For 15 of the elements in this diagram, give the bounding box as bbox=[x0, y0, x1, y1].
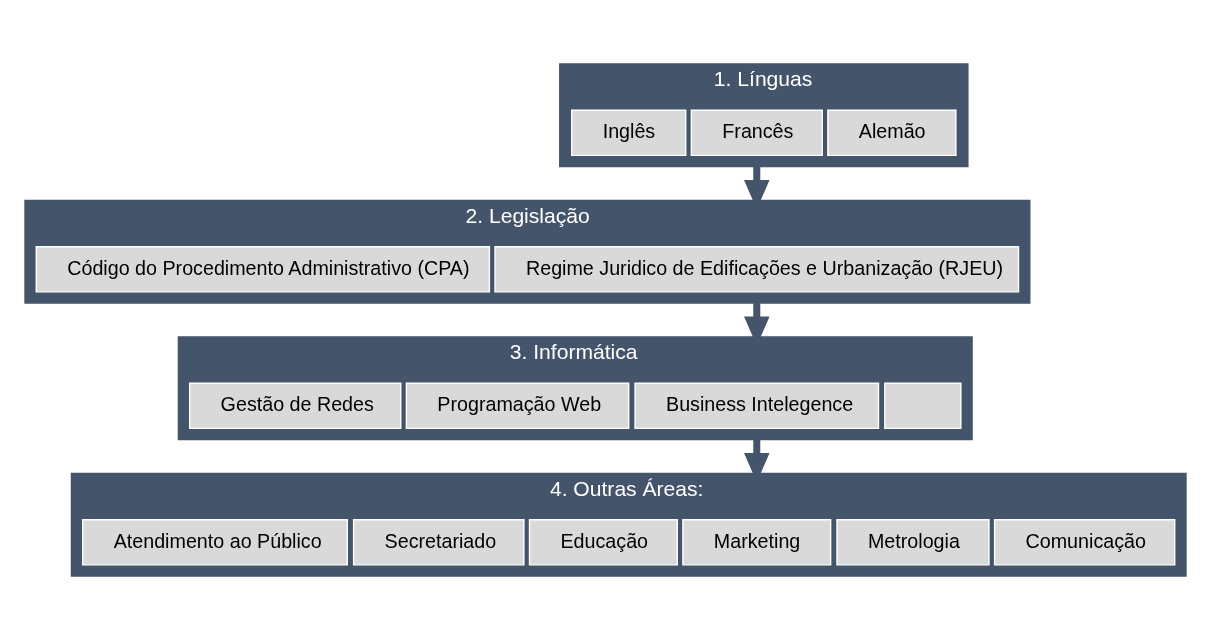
node-box: Atendimento ao Público bbox=[82, 519, 348, 566]
node-box: Comunicação bbox=[993, 519, 1176, 566]
node-box: Business Intelegence bbox=[634, 382, 880, 430]
node-box: Educação bbox=[528, 519, 678, 566]
node-box bbox=[884, 382, 962, 430]
node-box: Inglês bbox=[571, 109, 687, 157]
node-box: Secretariado bbox=[352, 519, 525, 566]
node-box: Marketing bbox=[682, 519, 832, 566]
node-box: Alemão bbox=[827, 109, 957, 157]
node-box: Regime Juridico de Edificações e Urbanização (RJEU) bbox=[494, 246, 1020, 293]
node-box: Código do Procedimento Administrativo (CPA) bbox=[35, 246, 491, 293]
node-box: Programação Web bbox=[405, 382, 630, 430]
node-box: Metrologia bbox=[836, 519, 990, 566]
node-box: Gestão de Redes bbox=[188, 382, 402, 430]
node-box: Francês bbox=[690, 109, 823, 157]
